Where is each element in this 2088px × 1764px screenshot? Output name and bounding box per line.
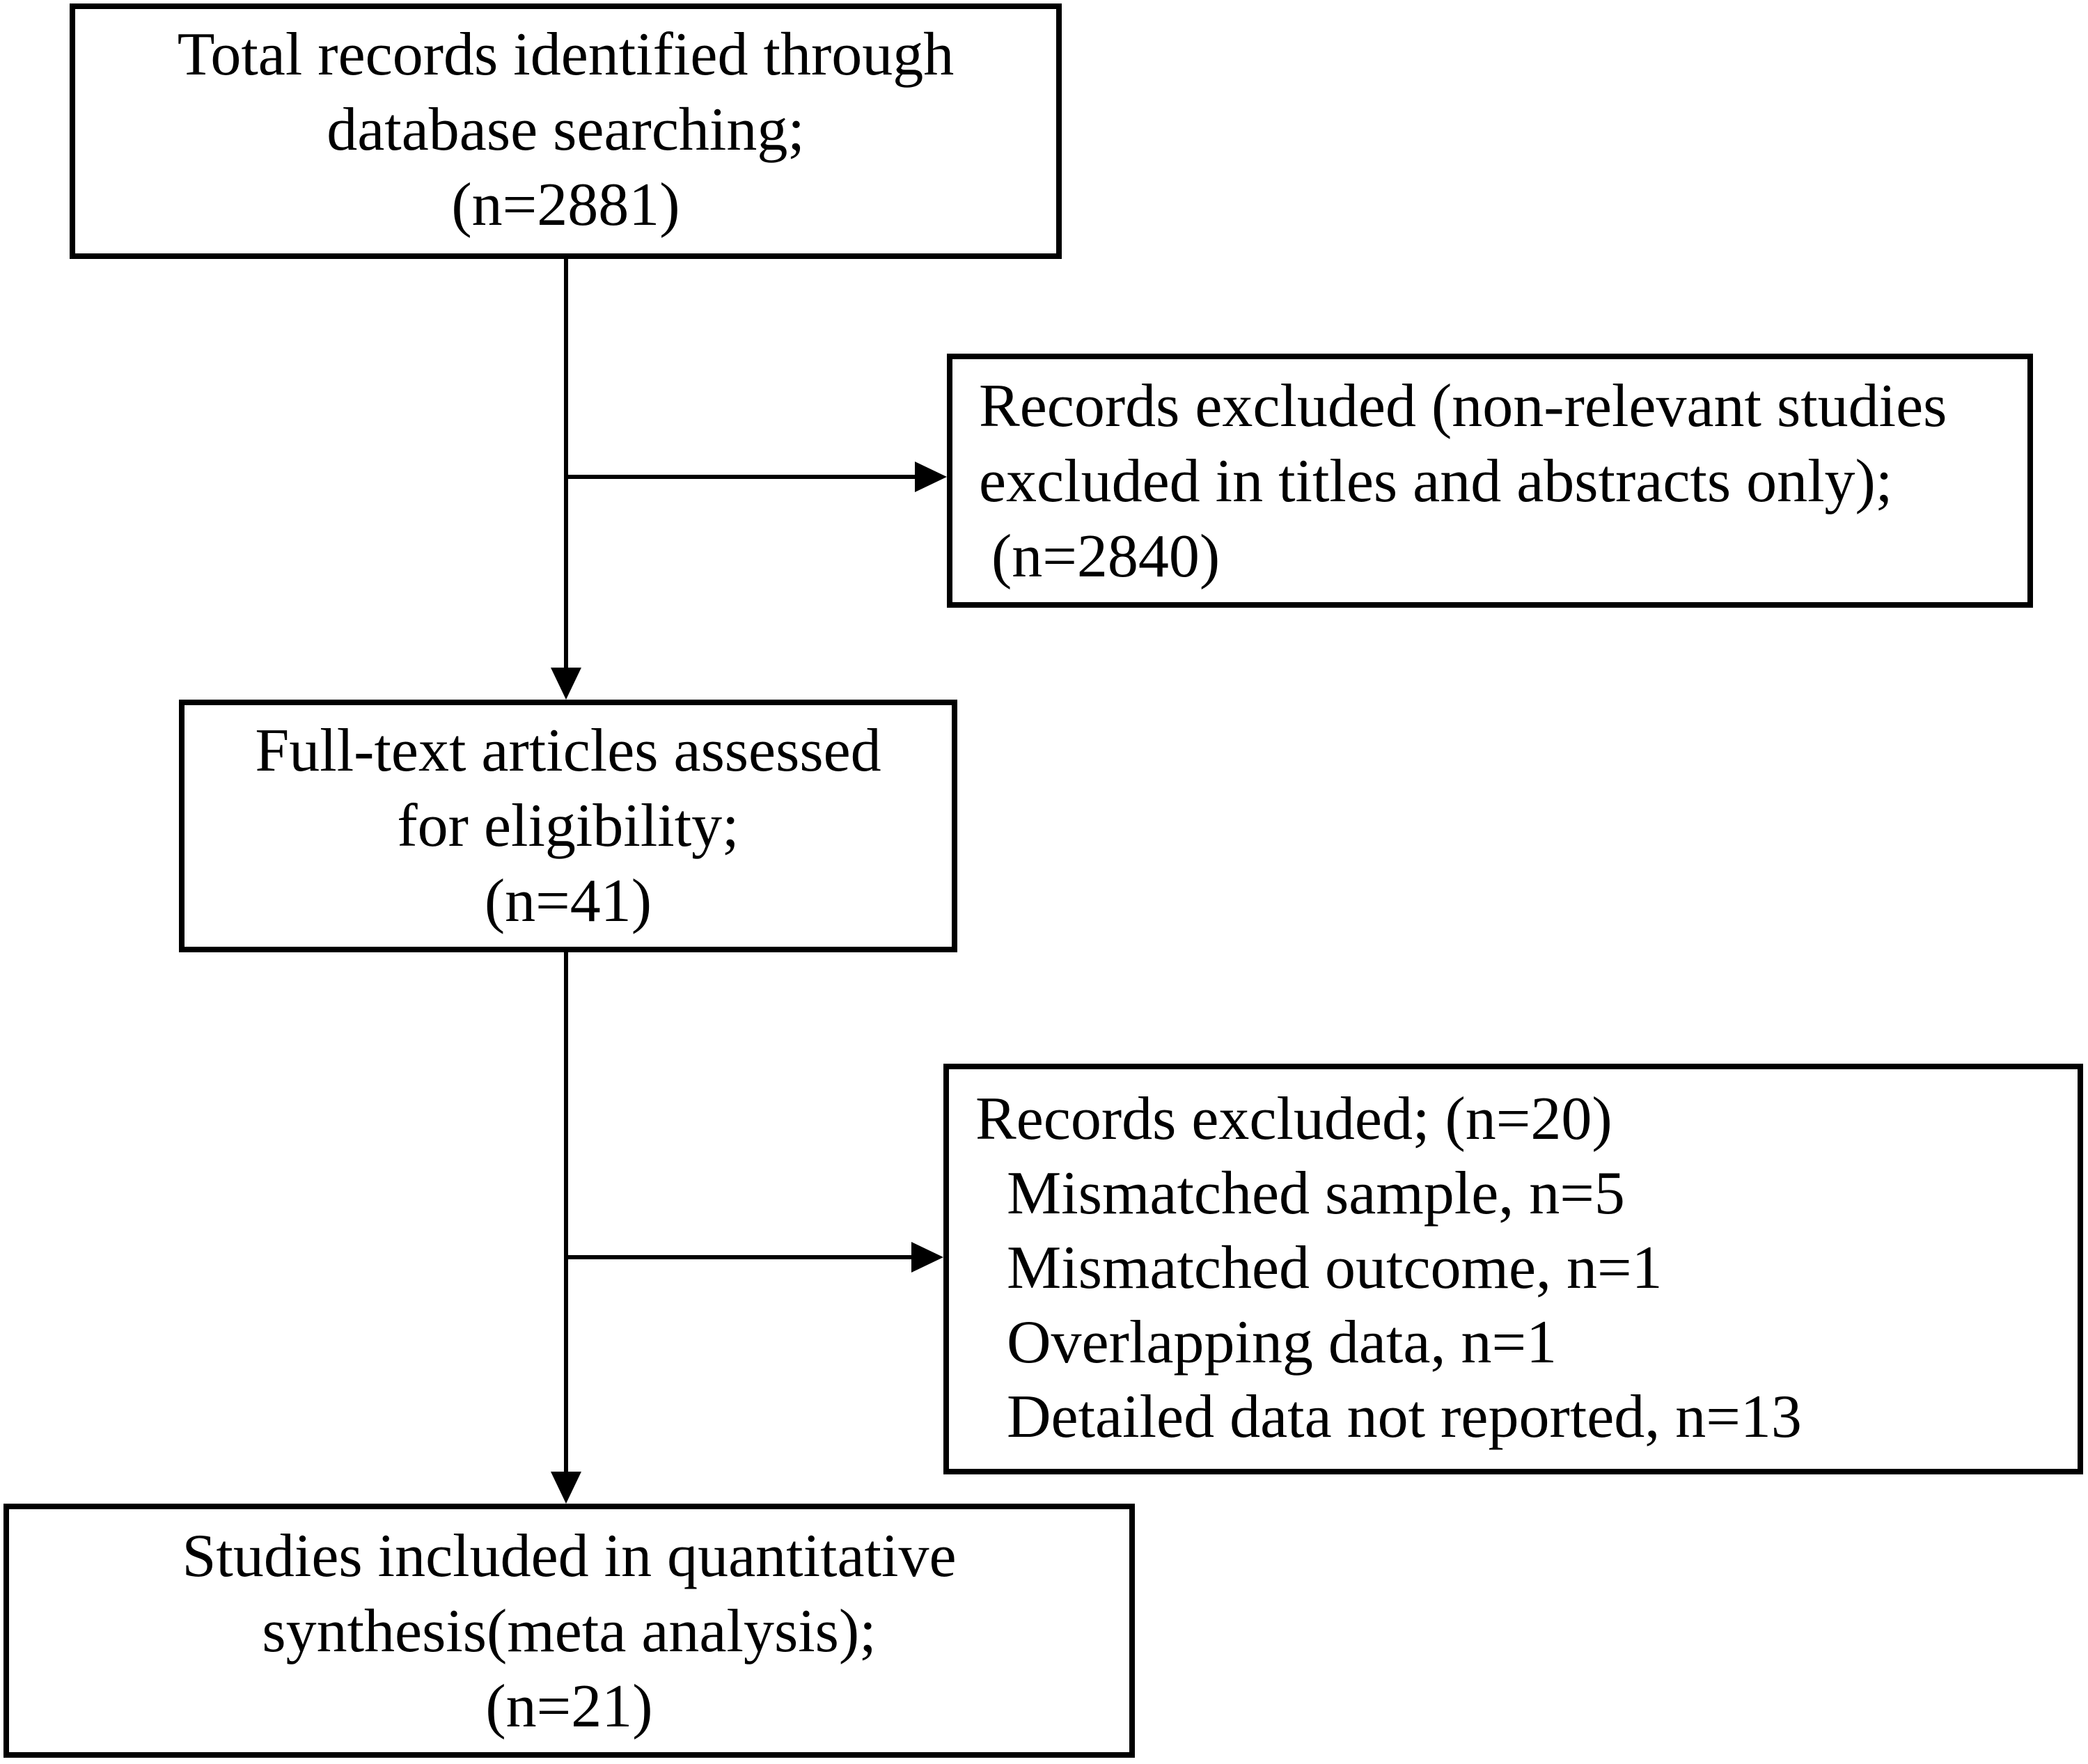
connector-branch-excluded-screening bbox=[566, 475, 918, 479]
node-text-line: (n=2881) bbox=[451, 171, 680, 239]
node-text-line: Studies included in quantitative bbox=[182, 1522, 957, 1590]
connector-branch-excluded-fulltext bbox=[566, 1255, 918, 1259]
node-studies-included: Studies included in quantitative synthes… bbox=[3, 1504, 1135, 1758]
node-text-line: Records excluded (non-relevant studies bbox=[979, 372, 1947, 440]
node-text-line: synthesis(meta analysis); bbox=[262, 1598, 877, 1665]
node-text-line: Overlapping data, n=1 bbox=[1007, 1309, 1557, 1376]
node-text-line: database searching; bbox=[327, 96, 805, 164]
node-text-line: for eligibility; bbox=[397, 792, 739, 860]
node-text-line: (n=2840) bbox=[991, 523, 1220, 590]
arrowhead-down-icon bbox=[551, 668, 581, 700]
node-text-line: Detailed data not reported, n=13 bbox=[1007, 1383, 1802, 1451]
connector-fulltext-to-included bbox=[564, 952, 568, 1474]
node-text-line: excluded in titles and abstracts only); bbox=[979, 448, 1893, 515]
node-records-identified: Total records identified through databas… bbox=[70, 3, 1062, 259]
arrowhead-right-icon bbox=[911, 1242, 943, 1273]
node-text-line: (n=21) bbox=[485, 1673, 653, 1740]
node-text-line: (n=41) bbox=[484, 867, 652, 935]
node-text-line: Full-text articles assessed bbox=[255, 717, 881, 785]
node-text-line: Records excluded; (n=20) bbox=[975, 1085, 1612, 1153]
node-fulltext-assessed: Full-text articles assessed for eligibil… bbox=[179, 700, 957, 952]
connector-identified-to-fulltext bbox=[564, 259, 568, 671]
node-records-excluded-fulltext: Records excluded; (n=20) Mismatched samp… bbox=[943, 1064, 2083, 1474]
node-text-line: Mismatched outcome, n=1 bbox=[1007, 1234, 1663, 1302]
arrowhead-right-icon bbox=[915, 462, 947, 492]
arrowhead-down-icon bbox=[551, 1472, 581, 1504]
node-text-line: Total records identified through bbox=[177, 21, 955, 88]
node-records-excluded-screening: Records excluded (non-relevant studies e… bbox=[947, 354, 2033, 608]
node-text-line: Mismatched sample, n=5 bbox=[1007, 1160, 1625, 1227]
